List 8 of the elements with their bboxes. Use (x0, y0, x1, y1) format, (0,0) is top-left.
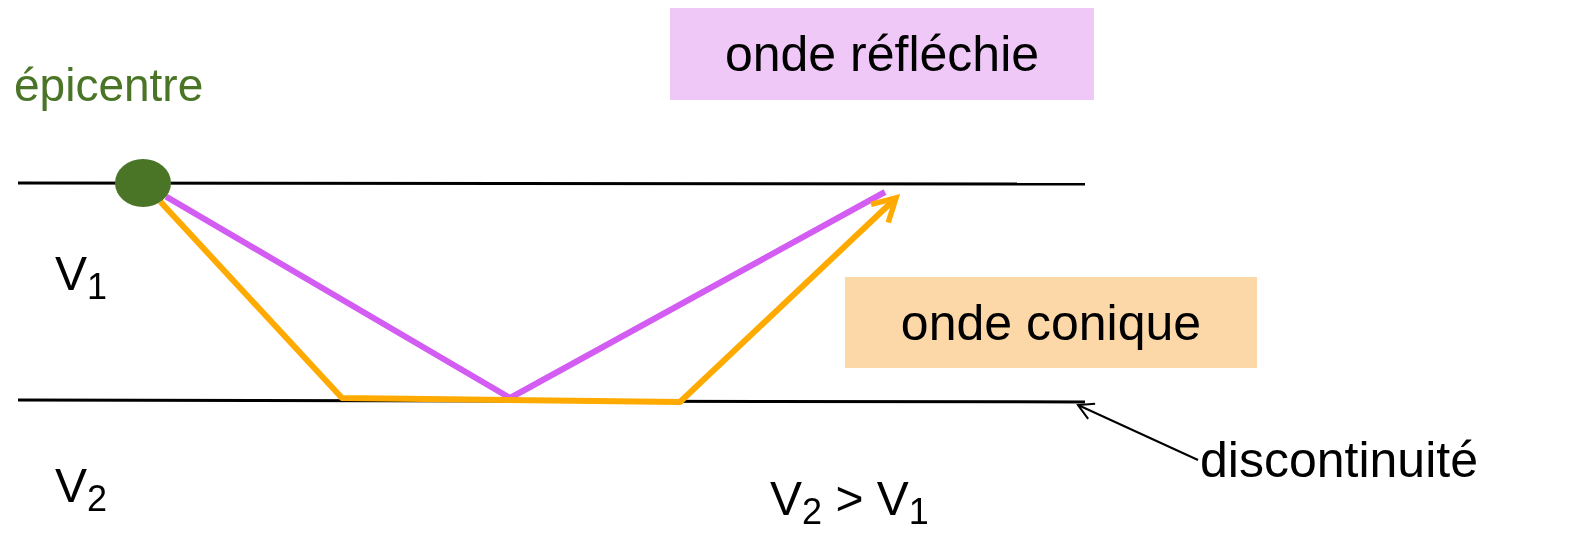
wave-label-box: onde réfléchie (670, 8, 1094, 100)
wave-label-box: onde conique (845, 277, 1257, 368)
velocity-label: V$_{2}$ (55, 462, 108, 510)
epicentre-dot (115, 159, 171, 207)
velocity-label: V$_{2}$ > V$_{1}$ (770, 475, 929, 523)
callout-text: discontinuité (1200, 425, 1585, 495)
leader-arrow (1077, 402, 1199, 461)
velocity-label: V$_{1}$ (55, 250, 108, 298)
